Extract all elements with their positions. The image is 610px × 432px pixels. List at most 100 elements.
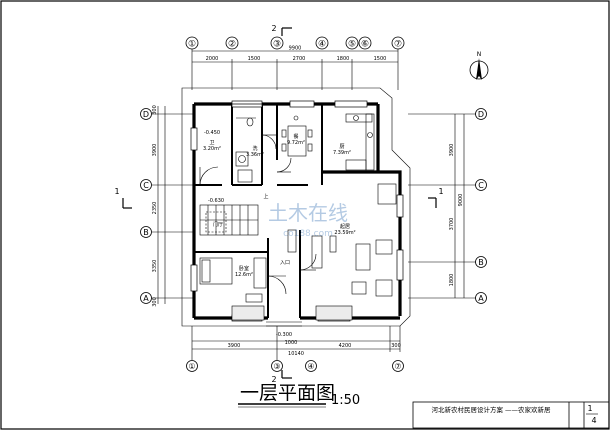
room-dining-name: 餐 [293,133,298,140]
dim-right-total: 9000 [458,194,464,207]
room-hall-name: 门厅 [213,221,223,228]
watermark-sub: co188.com [283,229,333,239]
level-stair: -0.630 [208,198,224,204]
axis-4-top: ④ [318,40,326,50]
section-marker-left: 1 [114,187,132,209]
right-axis-bubbles: D C B A [475,108,487,304]
section-number-left: 1 [114,187,119,196]
dim-left-4: 3350 [152,260,158,273]
room-labels: -0.450 卫 3.20m² 洗 3.36m² 餐 9.72m² 厨 7.39… [203,130,356,338]
dim-right-3: 1800 [449,274,455,287]
north-label: N [477,51,482,58]
dim-left-2: 3900 [152,144,158,157]
axis-1-bottom: ① [188,362,195,371]
left-dimension-texts: 300 3900 2350 3350 300 [152,105,158,307]
left-dimension-lines [152,106,195,304]
room-dining-area: 9.72m² [287,140,305,146]
kitchen-counter [345,113,375,171]
watermark: 土木在线 co188.com [268,201,348,239]
section-marker-bottom: 2 [271,370,292,384]
axis-7-bottom: ⑦ [394,362,401,371]
room-kitchen-name: 厨 [339,144,344,150]
axis-7-top: ⑦ [394,40,402,50]
drawing-scale: 1:50 [331,393,360,408]
section-marker-top: 2 [271,24,292,36]
section-number-top: 2 [271,24,276,33]
staircase [199,204,259,236]
drawing-title-group: 一层平面图 1:50 [238,382,360,408]
dim-bottom-sub: 1000 [285,340,298,346]
axis-D-right: D [478,110,484,119]
room-bedroom-area: 12.6m² [235,272,253,278]
entry-steps [266,321,302,327]
bottom-dimension-texts: 3900 4200 300 10140 1000 [228,340,401,357]
dining-table [281,115,313,157]
dim-bottom-1: 3900 [228,343,241,349]
title-block-sheet-total: 4 [591,416,596,425]
dim-bottom-2: 4200 [339,343,352,349]
dim-top-4: 1800 [337,56,350,62]
title-block: 河北新农村民居设计方案 ——农家欢新居 1 4 [412,401,610,429]
living-furniture [311,183,397,297]
axis-6-top: ⑥ [361,40,369,50]
axis-C-right: C [478,181,484,190]
level-bath: -0.450 [204,130,220,136]
dim-top-3: 2700 [293,56,306,62]
room-living-area: 23.59m² [334,230,355,236]
section-marker-right: 1 [428,187,444,208]
bottom-dimension-lines [191,326,401,360]
drawing-title: 一层平面图 [240,382,335,404]
room-entry-name: 入口 [280,260,290,266]
interior-walls [194,104,323,318]
axis-A-right: A [478,294,484,303]
dim-left-1: 300 [152,105,158,115]
room-bedroom-name: 卧室 [239,265,249,272]
room-living-name: 起居 [340,224,350,230]
bay-windows-bottom [231,305,353,321]
hall-column [287,229,297,253]
right-dimension-lines [408,113,476,299]
dim-top-1: 2000 [206,56,219,62]
room-kitchen-area: 7.39m² [333,150,351,156]
roof-eave-outline [181,87,411,327]
section-number-bottom: 2 [271,375,276,384]
watermark-name: 土木在线 [268,201,348,225]
axis-C-left: C [143,181,149,190]
axis-1-top: ① [188,40,196,50]
axis-A-left: A [143,294,149,303]
bath-fixtures [235,117,256,183]
top-dimension-lines [191,49,399,90]
room-stair: 上 [263,193,268,200]
section-number-right: 1 [438,187,443,196]
room-wash-name: 洗 [252,145,257,152]
axis-5-top: ⑤ [348,40,356,50]
top-dimension-texts: 9900 2000 1500 2700 1800 1500 [206,46,387,63]
title-block-project: 河北新农村民居设计方案 ——农家欢新居 [431,405,551,414]
axis-D-left: D [143,110,149,119]
axis-3-top: ③ [273,40,281,50]
bottom-axis-bubbles: ① ③ ④ ⑦ [186,360,404,372]
left-axis-bubbles: D C B A [140,108,152,304]
dim-right-1: 3900 [449,144,455,157]
axis-2-top: ② [228,40,236,50]
dim-top-total: 9900 [289,46,302,52]
axis-4-bottom: ④ [307,362,314,371]
dim-left-5: 300 [152,297,158,307]
level-entry: -0.300 [276,332,292,338]
right-dimension-texts: 3900 3700 1800 9000 [449,144,464,287]
dim-left-3: 2350 [152,202,158,215]
dim-bottom-3: 300 [391,343,401,349]
room-wash-area: 3.36m² [246,152,264,158]
room-bath-name: 卫 [209,140,214,146]
dim-top-5: 1500 [374,56,387,62]
doors [199,134,317,295]
axis-B-left: B [143,228,149,237]
title-block-sheet-number: 1 [587,404,592,413]
dim-right-2: 3700 [449,218,455,231]
north-arrow-icon: N [469,51,489,80]
dim-bottom-total: 10140 [288,351,304,357]
bedroom-furniture [199,257,267,303]
dim-top-2: 1500 [248,56,261,62]
